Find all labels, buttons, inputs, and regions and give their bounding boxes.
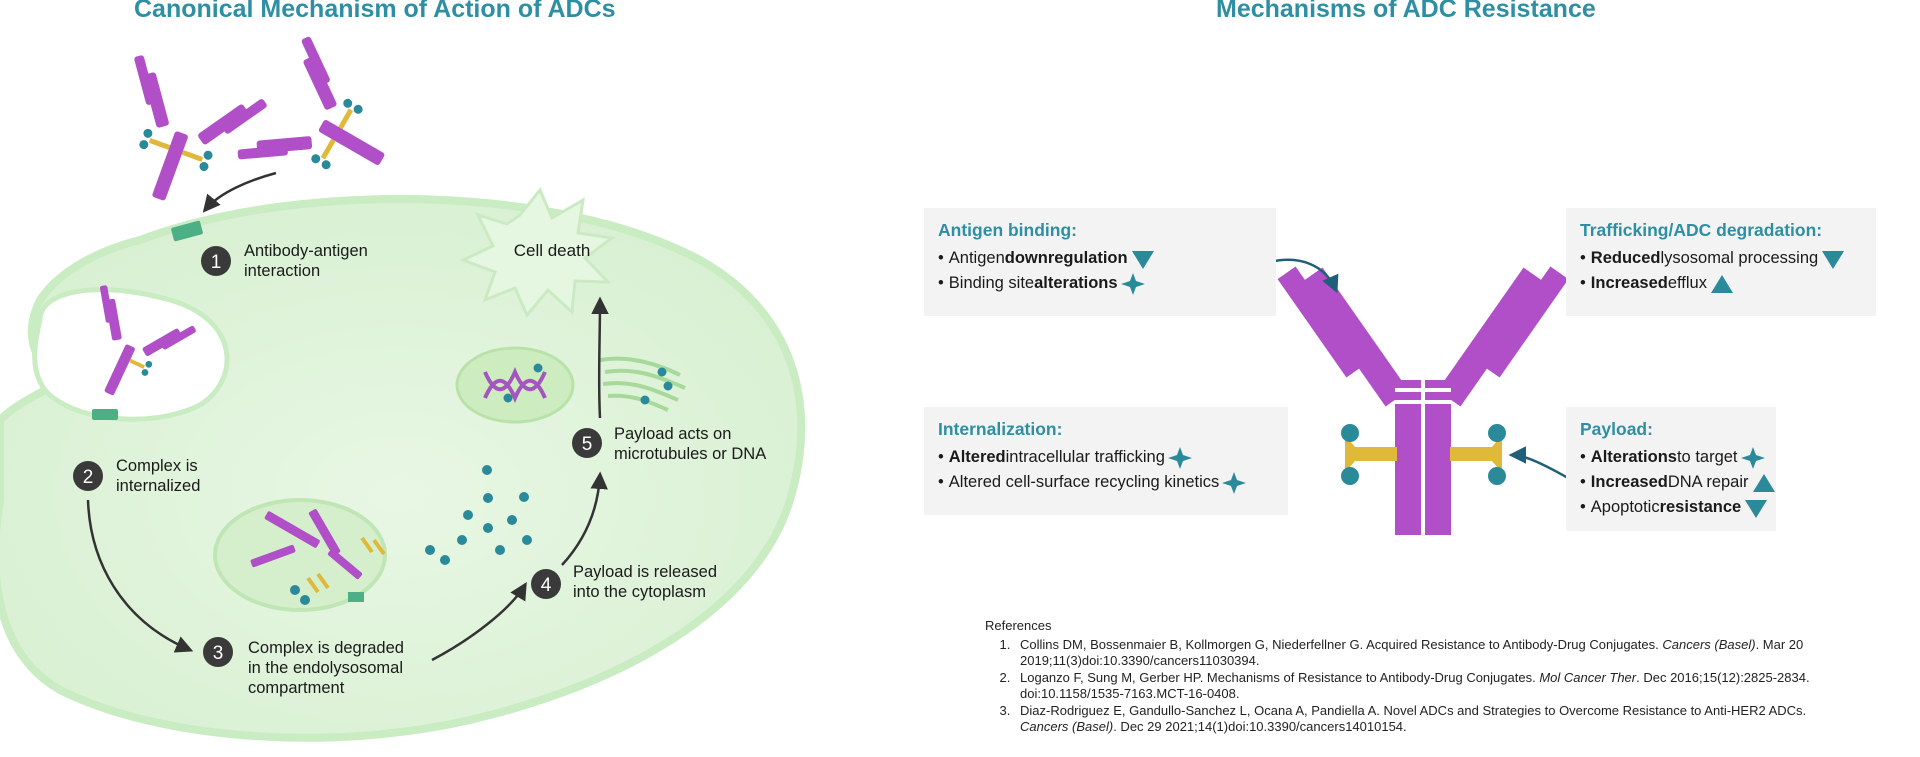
dna-icon bbox=[483, 366, 547, 404]
up-triangle-icon bbox=[1751, 471, 1777, 495]
svg-text:internalized: internalized bbox=[116, 477, 200, 495]
arrow-degrade-to-release bbox=[431, 581, 527, 662]
resistance-antibody bbox=[1277, 266, 1569, 535]
payload-heading: Payload: bbox=[1580, 419, 1653, 439]
internalization-heading: Internalization: bbox=[938, 419, 1063, 439]
list-item: •Altered cell-surface recycling kinetics bbox=[938, 470, 1274, 495]
svg-text:in the endolysosomal: in the endolysosomal bbox=[248, 659, 403, 677]
svg-text:Payload is released: Payload is released bbox=[573, 563, 717, 581]
svg-text:1: 1 bbox=[211, 252, 222, 273]
svg-text:Complex is: Complex is bbox=[116, 457, 198, 475]
svg-text:interaction: interaction bbox=[244, 262, 320, 280]
svg-text:compartment: compartment bbox=[248, 679, 345, 697]
down-triangle-icon bbox=[1130, 247, 1156, 271]
payload-box: Payload: •Alterations to target •Increas… bbox=[1566, 407, 1776, 531]
step-3: 3 Complex is degraded in the endolysosom… bbox=[203, 637, 404, 697]
arrow-antigen-to-antibody bbox=[1269, 258, 1339, 294]
left-panel-title: Canonical Mechanism of Action of ADCs bbox=[134, 0, 616, 23]
arrow-payload-to-antibody bbox=[1508, 446, 1569, 480]
internalization-box: Internalization: •Altered intracellular … bbox=[924, 407, 1288, 515]
diamond-star-icon bbox=[1167, 446, 1193, 470]
list-item: •Apoptotic resistance bbox=[1580, 495, 1768, 520]
released-payload bbox=[425, 465, 532, 565]
svg-text:Antibody-antigen: Antibody-antigen bbox=[244, 242, 368, 260]
list-item: •Reduced lysosomal processing bbox=[1580, 246, 1862, 271]
antigen-receptor bbox=[171, 220, 203, 242]
endolysosome bbox=[213, 498, 387, 612]
degraded-fragments bbox=[250, 509, 386, 605]
right-panel-title: Mechanisms of ADC Resistance bbox=[1216, 0, 1596, 23]
trafficking-heading: Trafficking/ADC degradation: bbox=[1580, 220, 1823, 240]
diamond-star-icon bbox=[1120, 272, 1146, 296]
up-triangle-icon bbox=[1709, 272, 1735, 296]
svg-text:Payload acts on: Payload acts on bbox=[614, 425, 731, 443]
reference-item: Collins DM, Bossenmaier B, Kollmorgen G,… bbox=[1014, 637, 1920, 670]
list-item: •Alterations to target bbox=[1580, 445, 1765, 470]
svg-text:3: 3 bbox=[213, 643, 224, 664]
list-item: •Binding site alterations bbox=[938, 271, 1262, 296]
bound-antibody bbox=[134, 55, 267, 201]
internalized-antigen bbox=[92, 409, 118, 420]
step-5: 5 Payload acts on microtubules or DNA bbox=[572, 425, 766, 463]
cell-death-label: Cell death bbox=[514, 241, 591, 260]
arrow-act-to-death bbox=[591, 296, 609, 419]
references: References Collins DM, Bossenmaier B, Ko… bbox=[985, 618, 1920, 736]
svg-text:5: 5 bbox=[582, 434, 593, 455]
svg-text:Complex is degraded: Complex is degraded bbox=[248, 639, 404, 657]
free-antibody bbox=[237, 36, 385, 170]
svg-text:2: 2 bbox=[83, 467, 94, 488]
list-item: •Increased DNA repair bbox=[1580, 470, 1775, 495]
down-triangle-icon bbox=[1820, 247, 1846, 271]
arrow-binding bbox=[202, 171, 277, 213]
step-1: 1 Antibody-antigen interaction bbox=[201, 242, 368, 280]
svg-text:microtubules or DNA: microtubules or DNA bbox=[614, 445, 766, 463]
svg-text:4: 4 bbox=[541, 575, 552, 596]
internalized-antibody bbox=[99, 285, 196, 396]
trafficking-box: Trafficking/ADC degradation: •Reduced ly… bbox=[1566, 208, 1876, 316]
list-item: •Antigen downregulation bbox=[938, 246, 1262, 271]
references-heading: References bbox=[985, 618, 1052, 633]
arrow-release-to-act bbox=[561, 471, 608, 566]
reference-item: Loganzo F, Sung M, Gerber HP. Mechanisms… bbox=[1014, 670, 1920, 703]
arrow-internalize-to-degrade bbox=[86, 499, 194, 653]
diamond-star-icon bbox=[1740, 446, 1766, 470]
reference-item: Diaz-Rodriguez E, Gandullo-Sanchez L, Oc… bbox=[1014, 703, 1920, 736]
step-4: 4 Payload is released into the cytoplasm bbox=[531, 563, 717, 601]
list-item: •Altered intracellular trafficking bbox=[938, 445, 1274, 470]
cell-death-burst bbox=[459, 187, 616, 318]
svg-text:into the cytoplasm: into the cytoplasm bbox=[573, 583, 706, 601]
antigen-binding-box: Antigen binding: •Antigen downregulation… bbox=[924, 208, 1276, 316]
step-2: 2 Complex is internalized bbox=[73, 457, 200, 495]
antigen-binding-heading: Antigen binding: bbox=[938, 220, 1077, 240]
microtubules-icon bbox=[599, 356, 686, 412]
diamond-star-icon bbox=[1221, 471, 1247, 495]
down-triangle-icon bbox=[1743, 496, 1769, 520]
nucleus bbox=[455, 346, 575, 424]
list-item: •Increased efflux bbox=[1580, 271, 1862, 296]
